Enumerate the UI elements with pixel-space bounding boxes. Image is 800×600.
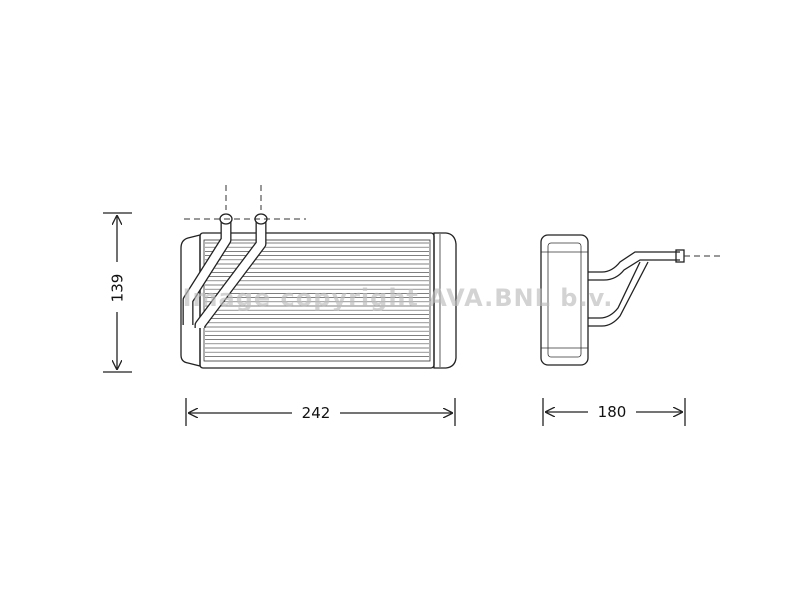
dimension-width: 242 — [185, 398, 456, 426]
core-fins — [205, 242, 429, 357]
side-pipe-upper-a — [588, 251, 680, 273]
watermark-text: Image copyright AVA.BNL b.v. — [183, 284, 614, 312]
side-view-outer — [540, 234, 589, 366]
depth-value: 180 — [598, 403, 627, 421]
side-pipe-lower-b — [588, 261, 649, 327]
side-pipe-lower-a — [588, 261, 641, 319]
right-end-tank — [433, 232, 457, 369]
height-value: 139 — [109, 274, 127, 303]
dimension-depth: 180 — [542, 398, 686, 426]
side-view-inner — [547, 242, 582, 358]
core-inner-frame — [203, 239, 431, 362]
dimension-height: 139 — [103, 212, 132, 373]
width-value: 242 — [302, 404, 331, 422]
heater-core-front-view — [180, 185, 457, 369]
side-pipe-upper-b — [588, 259, 680, 281]
heater-core-side-view — [540, 234, 724, 366]
left-end-tank — [180, 234, 201, 367]
